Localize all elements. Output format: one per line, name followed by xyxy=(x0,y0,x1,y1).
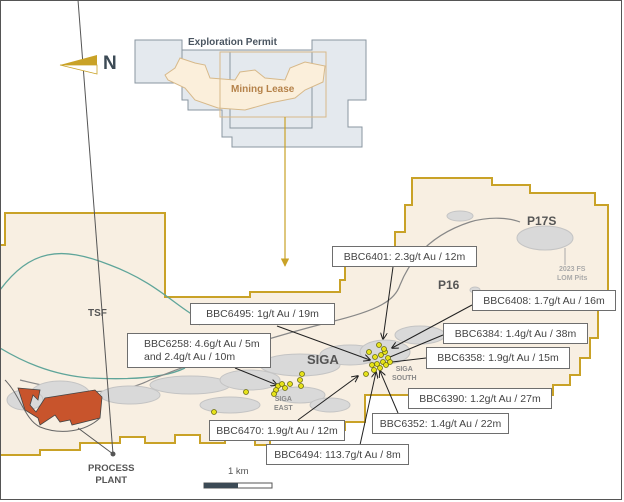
tsf-outline xyxy=(0,253,201,326)
drill-holes xyxy=(211,342,393,415)
drill-label-bbc6384: BBC6384: 1.4g/t Au / 38m xyxy=(443,323,588,344)
drill-label-bbc6401: BBC6401: 2.3g/t Au / 12m xyxy=(332,246,477,267)
tsf-label: TSF xyxy=(88,308,107,319)
drill-label-bbc6352: BBC6352: 1.4g/t Au / 22m xyxy=(372,413,509,434)
exploration-permit-label: Exploration Permit xyxy=(188,37,277,48)
process-plant xyxy=(17,387,103,426)
leader-lines xyxy=(234,266,473,446)
drill-label-bbc6494: BBC6494: 113.7g/t Au / 8m xyxy=(266,444,409,465)
p16-label: P16 xyxy=(438,278,460,292)
siga-label: SIGA xyxy=(307,352,339,367)
drill-label-bbc6470: BBC6470: 1.9g/t Au / 12m xyxy=(209,420,345,441)
location-inset xyxy=(134,39,367,267)
ore-bodies xyxy=(6,210,574,414)
drill-label-bbc6408: BBC6408: 1.7g/t Au / 16m xyxy=(472,290,616,311)
mining-lease-label: Mining Lease xyxy=(231,84,295,95)
drill-label-bbc6390: BBC6390: 1.2g/t Au / 27m xyxy=(408,388,552,409)
drill-label-bbc6358: BBC6358: 1.9g/t Au / 15m xyxy=(426,347,570,369)
scale-bar-label: 1 km xyxy=(228,466,249,477)
north-label: N xyxy=(103,53,117,74)
drill-label-bbc6495: BBC6495: 1g/t Au / 19m xyxy=(190,303,335,325)
p17s-label: P17S xyxy=(527,214,557,228)
north-arrow-icon xyxy=(59,55,98,75)
